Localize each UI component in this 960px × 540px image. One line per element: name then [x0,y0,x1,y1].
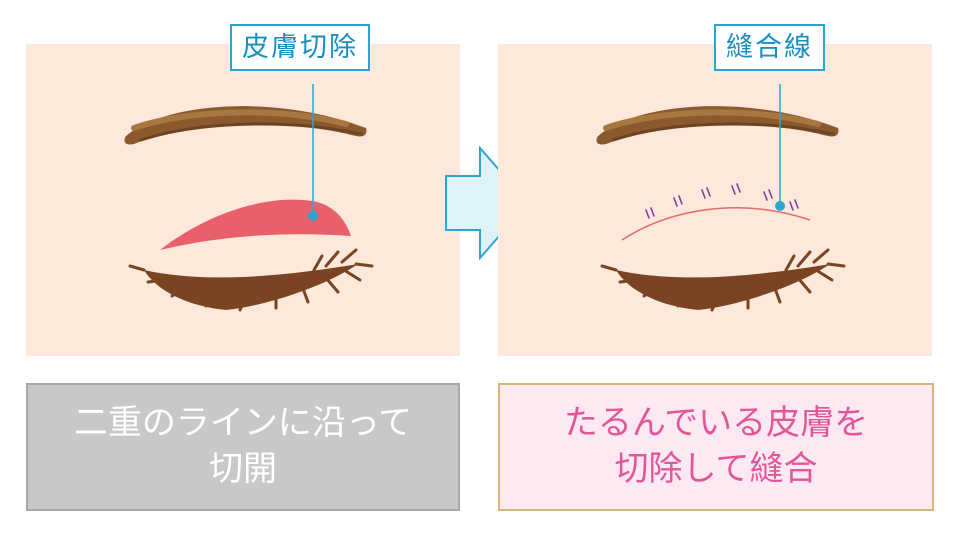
skin-excision-label: 皮膚切除 [230,24,370,71]
eyebrow-left [124,106,367,145]
excised-skin-region [160,199,351,250]
after-panel [498,44,932,356]
stitches [645,183,799,219]
callout-pointer-dot [308,211,318,221]
eyelashes-right [600,248,846,312]
after-eye-illustration [596,84,846,312]
before-caption: 二重のラインに沿って 切開 [26,383,460,511]
suture-line [621,207,811,241]
before-caption-line1: 二重のラインに沿って [73,403,413,444]
before-caption-line2: 切開 [209,449,277,489]
after-caption: たるんでいる皮膚を 切除して縫合 [498,383,934,511]
eyelashes-left [128,248,374,312]
after-caption-line2: 切除して縫合 [614,449,818,489]
before-eye-illustration [124,84,374,312]
before-panel [26,44,460,356]
suture-line-label: 縫合線 [714,24,825,71]
callout-pointer-dot [775,201,785,211]
eyebrow-right [596,106,839,145]
after-caption-line1: たるんでいる皮膚を [563,403,869,444]
